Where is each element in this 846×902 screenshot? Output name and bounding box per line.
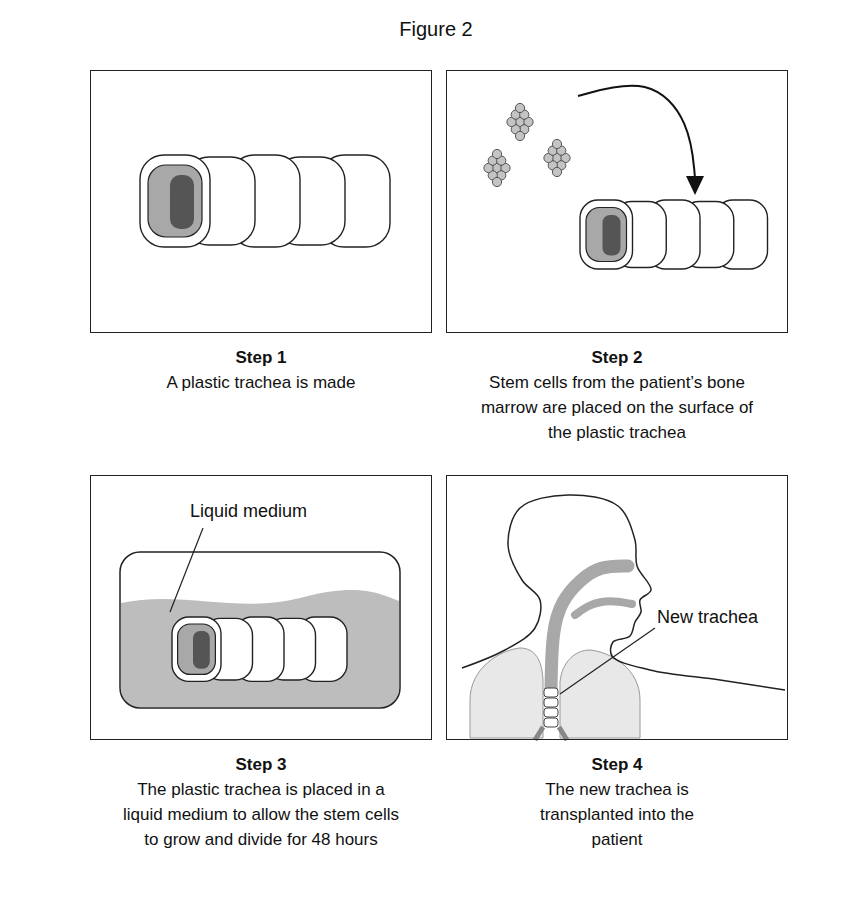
lung [560,650,640,738]
trachea-opening [148,165,202,237]
liquid-medium [121,590,399,707]
stem-cell [515,103,524,112]
stem-cell [515,131,524,140]
trachea-ring [172,617,221,681]
part-label: Liquid medium [190,500,307,522]
trachea-ring [140,155,210,247]
step-panel: Step 1A plastic trachea is made [90,70,432,395]
stem-cell-cluster [544,139,570,176]
arrowhead [686,176,704,195]
bronchus [535,727,567,740]
step-heading: Step 3 [121,752,401,777]
step-panel: Step 4The new trachea is transplanted in… [446,475,788,852]
stem-cell-cluster [484,149,510,186]
trachea-ring [580,200,633,269]
airway [575,601,632,615]
trachea-interior [193,631,210,669]
stem-cell [492,149,501,158]
step-panel: Step 2Stem cells from the patient’s bone… [446,70,788,445]
stem-cell [492,177,501,186]
container [120,552,400,708]
figure-title: Figure 2 [0,16,846,42]
step-description: Stem cells from the patient’s bone marro… [467,370,767,445]
step-caption: Step 2Stem cells from the patient’s bone… [467,345,767,445]
step-heading: Step 2 [467,345,767,370]
panel-frame [90,70,432,333]
stem-cell [552,139,561,148]
step-heading: Step 4 [517,752,717,777]
new-trachea-ring [544,698,558,707]
trachea-interior [170,175,194,229]
stem-cell [552,167,561,176]
curved-arrow [578,86,695,178]
step-description: The new trachea is transplanted into the… [517,777,717,852]
new-trachea-ring [544,718,558,727]
step-description: A plastic trachea is made [111,370,411,395]
panel-frame [446,70,788,333]
step-heading: Step 1 [111,345,411,370]
plastic-trachea [172,617,347,681]
trachea-opening [178,624,216,674]
step-panel: Step 3The plastic trachea is placed in a… [90,475,432,852]
new-trachea-ring [544,688,558,697]
head-outline [462,495,785,690]
leader-line [170,528,203,612]
airway [551,566,628,690]
step-caption: Step 1A plastic trachea is made [111,345,411,395]
trachea-interior [603,215,621,256]
step-caption: Step 3The plastic trachea is placed in a… [121,752,401,852]
trachea-opening [586,208,627,262]
plastic-trachea [580,200,768,269]
stem-cell-cluster [507,103,533,140]
part-label: New trachea [657,606,758,628]
step-description: The plastic trachea is placed in a liqui… [121,777,401,852]
step-caption: Step 4The new trachea is transplanted in… [517,752,717,852]
new-trachea-ring [544,708,558,717]
leader-line [560,628,655,694]
plastic-trachea [140,155,390,247]
